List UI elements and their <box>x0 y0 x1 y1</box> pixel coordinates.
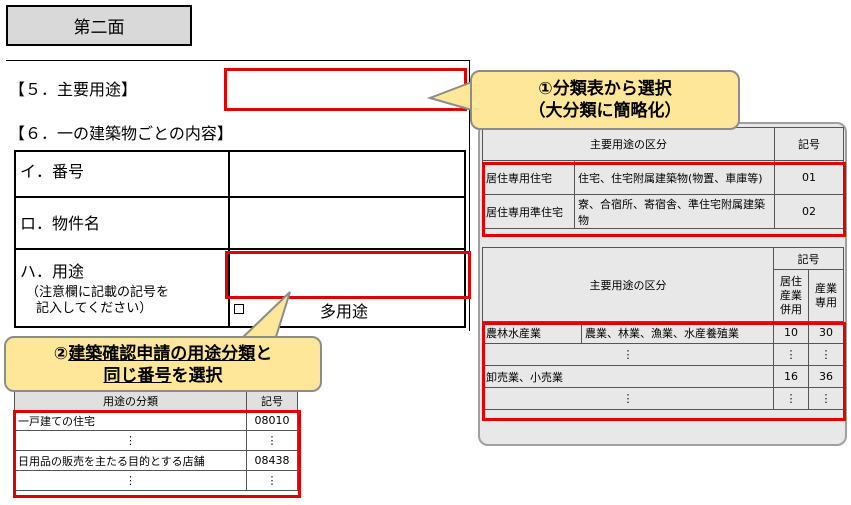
table-row[interactable]: 卸売業、小売業 16 36 <box>482 365 844 388</box>
use-input-highlight[interactable] <box>225 251 471 299</box>
industry-row-desc: 農業、林業、漁業、水産養殖業 <box>581 321 774 344</box>
callout2-pointer <box>237 291 291 341</box>
table-row[interactable]: 居住専用住宅 住宅、住宅附属建築物(物置、車庫等) 01 <box>482 160 844 195</box>
table-row[interactable]: ⋮ ⋮ <box>14 430 298 451</box>
row-use-note: （注意欄に記載の記号を 記入してください） <box>26 285 169 317</box>
multi-use-checkbox[interactable] <box>234 304 244 314</box>
callout1-line2: （大分類に簡略化） <box>528 101 682 121</box>
use-row-ellipsis: ⋮ <box>14 470 247 491</box>
use-row-code: ⋮ <box>246 470 298 491</box>
callout2-emph1: 建築確認申請の用途分類 <box>68 344 256 364</box>
callout2-conj: と <box>255 344 273 364</box>
table-row[interactable]: 農林水産業 農業、林業、漁業、水産養殖業 10 30 <box>482 321 844 344</box>
form-frame <box>6 60 470 331</box>
table-row[interactable]: ⋮ ⋮ ⋮ <box>482 387 844 410</box>
table-row[interactable]: 日用品の販売を主たる目的とする店舗 08438 <box>14 450 298 471</box>
industry-subheader-mixed: 居住産業併用 <box>773 269 809 322</box>
use-rows-highlight <box>13 410 301 498</box>
residential-row-desc: 住宅、住宅附属建築物(物置、車庫等) <box>574 160 775 195</box>
residential-classification-table: 主要用途の区分 記号 居住専用住宅 住宅、住宅附属建築物(物置、車庫等) 01 … <box>482 127 844 229</box>
row-divider <box>16 248 464 250</box>
use-row-name: 日用品の販売を主たる目的とする店舗 <box>14 450 247 471</box>
use-header-category: 用途の分類 <box>14 391 247 411</box>
row-use-label: ハ．用途 <box>20 262 85 281</box>
callout-select-same-number: ②建築確認申請の用途分類と 同じ番号を選択 <box>4 336 322 392</box>
row-number-label: イ．番号 <box>20 162 85 181</box>
table-row[interactable]: 居住専用準住宅 寮、合宿所、寄宿舎、準住宅附属建築物 02 <box>482 194 844 229</box>
residential-row-name: 居住専用住宅 <box>482 160 575 195</box>
row-property-name-label: ロ．物件名 <box>20 214 101 233</box>
row-divider <box>16 196 464 198</box>
row-use-note-line1: （注意欄に記載の記号を <box>26 285 170 300</box>
callout1-line1: ①分類表から選択 <box>538 79 672 99</box>
callout1-pointer <box>426 80 473 112</box>
callout2-number: ② <box>53 344 69 364</box>
residential-header-category: 主要用途の区分 <box>482 127 775 161</box>
use-row-code: ⋮ <box>246 430 298 451</box>
callout2-emph2: 同じ番号 <box>103 366 172 386</box>
industry-header-category: 主要用途の区分 <box>482 247 774 322</box>
callout2-tail: を選択 <box>171 366 223 386</box>
building-detail-table <box>14 150 466 328</box>
industry-classification-table: 主要用途の区分 記号 居住産業併用 産業専用 農林水産業 農業、林業、漁業、水産… <box>482 247 844 410</box>
industry-row-code-dedicated: 36 <box>808 365 844 388</box>
residential-row-code: 01 <box>774 160 844 195</box>
use-row-ellipsis: ⋮ <box>14 430 247 451</box>
industry-header-code: 記号 <box>773 247 844 270</box>
section-6-label: 【６．一の建築物ごとの内容】 <box>9 124 233 143</box>
use-row-code: 08438 <box>246 450 298 471</box>
page-section-tab: 第二面 <box>6 5 192 46</box>
callout-select-from-table: ①分類表から選択 （大分類に簡略化） <box>470 70 740 130</box>
use-header-code: 記号 <box>246 391 298 411</box>
column-divider <box>228 152 230 326</box>
residential-row-code: 02 <box>774 194 844 229</box>
industry-subheader-dedicated: 産業専用 <box>808 269 844 322</box>
page-section-title: 第二面 <box>73 18 125 38</box>
section-5-label: 【５．主要用途】 <box>9 80 138 99</box>
residential-row-name: 居住専用準住宅 <box>482 194 575 229</box>
row-use-note-line2: 記入してください） <box>36 301 153 316</box>
industry-rows-highlight <box>482 322 846 421</box>
residential-row-desc: 寮、合宿所、寄宿舎、準住宅附属建築物 <box>574 194 775 229</box>
use-classification-table: 用途の分類 記号 一戸建ての住宅 08010 ⋮ ⋮ 日用品の販売を主たる目的と… <box>14 391 298 491</box>
residential-header-code: 記号 <box>774 127 844 161</box>
table-row[interactable]: ⋮ ⋮ <box>14 470 298 491</box>
residential-rows-highlight <box>482 162 846 237</box>
multi-use-label: 多用途 <box>320 302 369 321</box>
use-row-code: 08010 <box>246 410 298 431</box>
